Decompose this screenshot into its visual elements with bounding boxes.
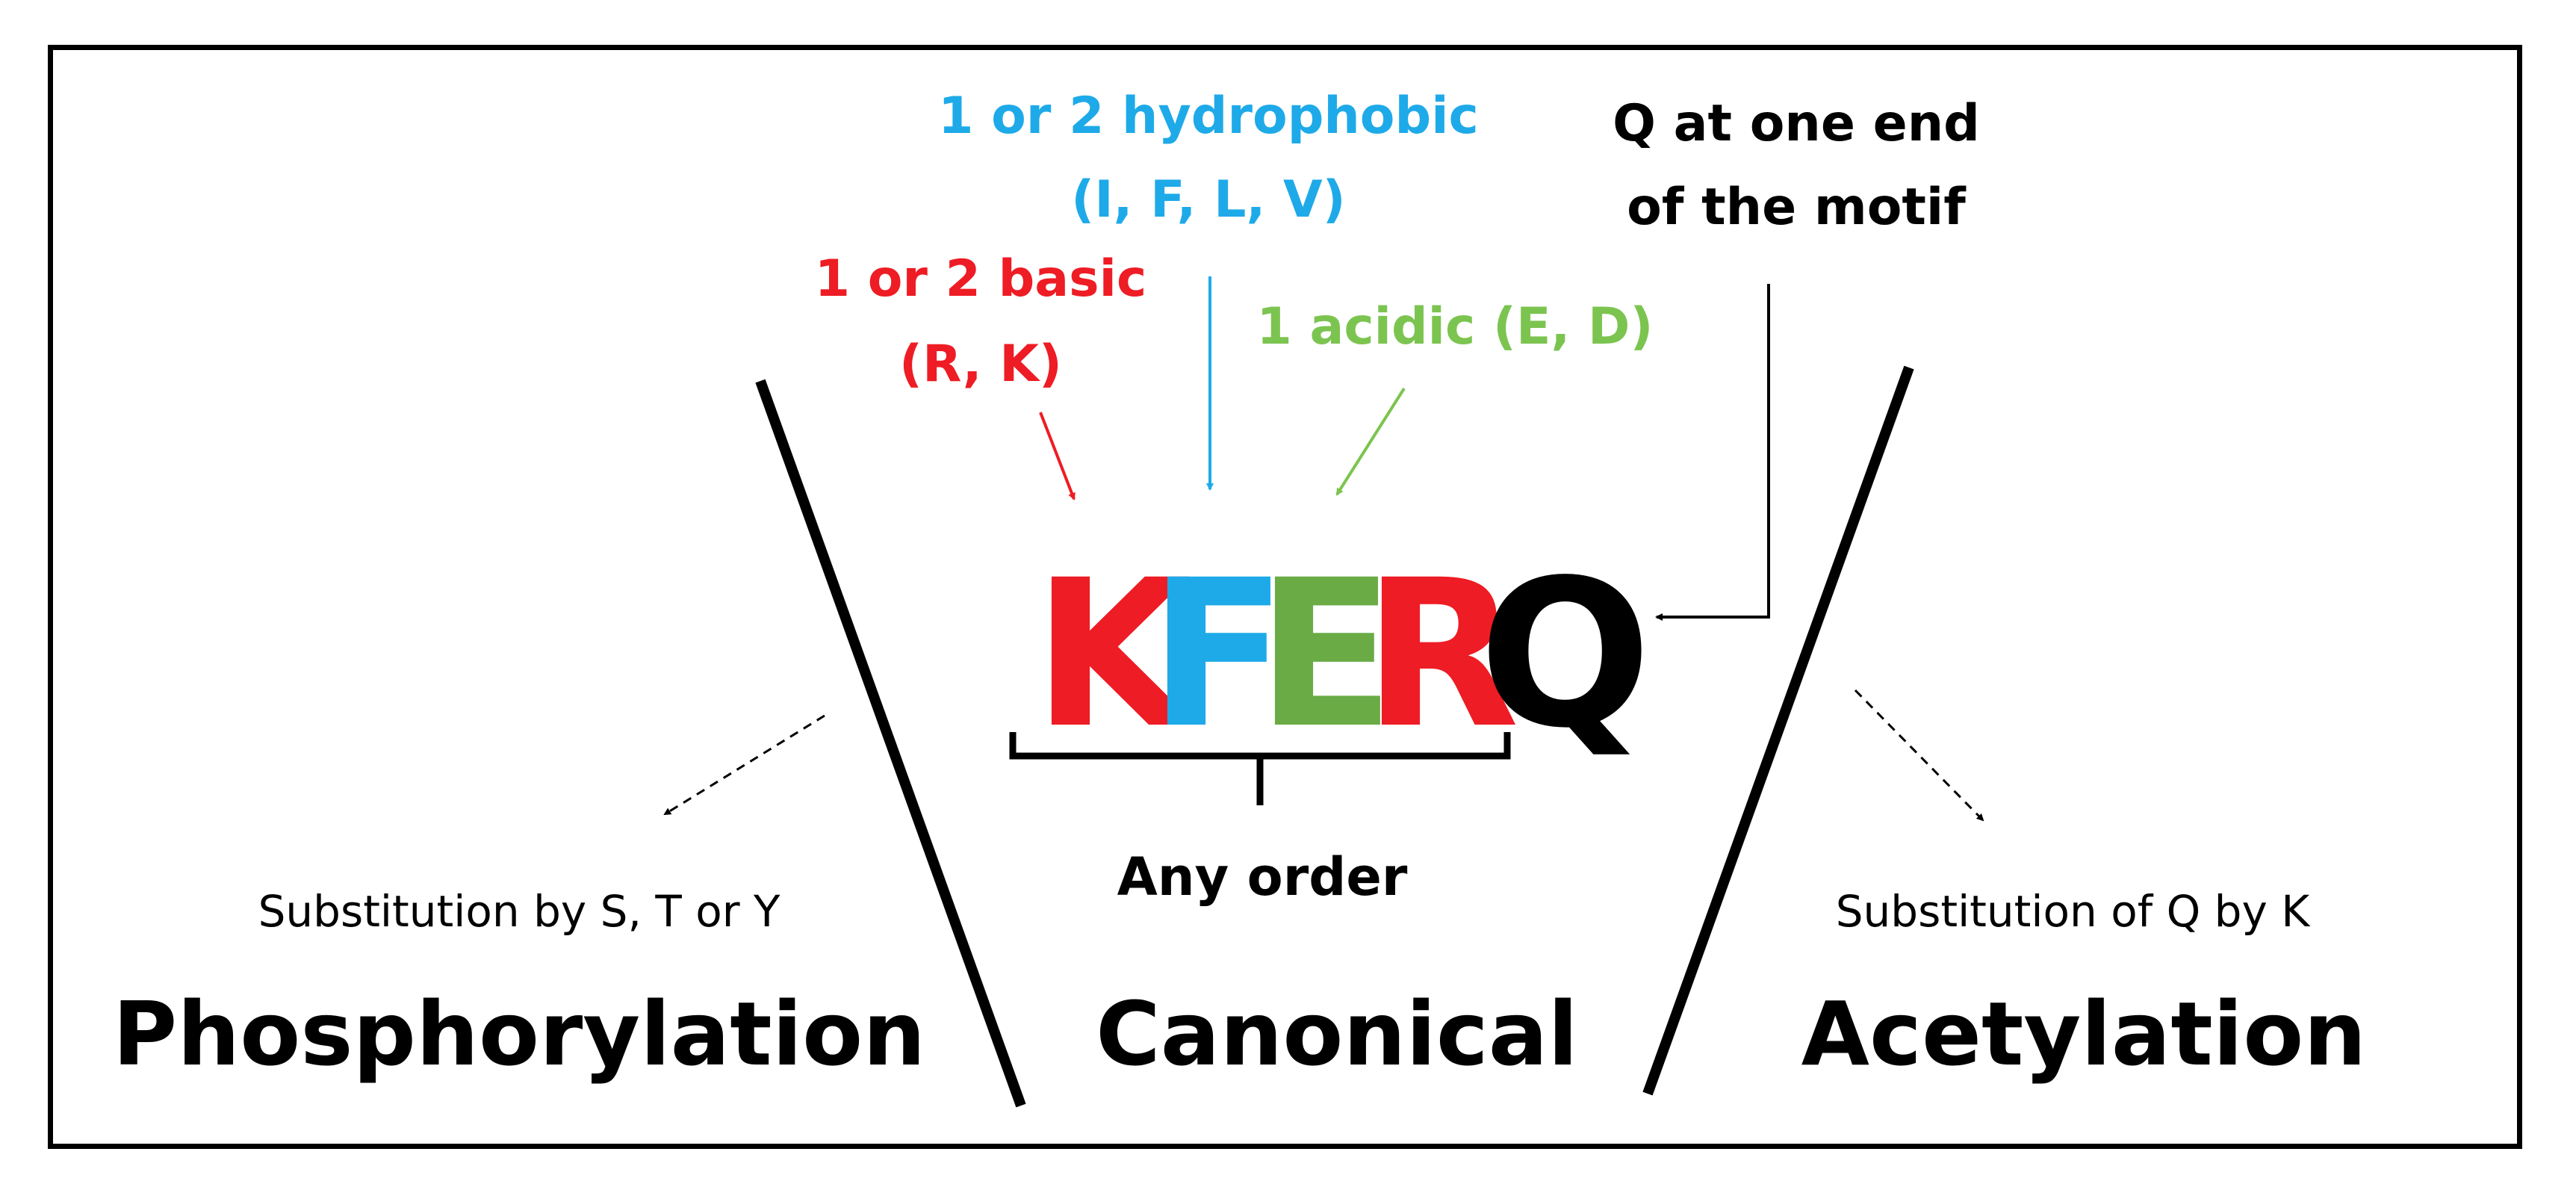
phosphorylation-title: Phosphorylation <box>113 982 925 1085</box>
basic-label-line1: 1 or 2 basic <box>815 250 1147 309</box>
q-end-label-line1: Q at one end <box>1613 94 1980 153</box>
phosphorylation-subtitle: Substitution by S, T or Y <box>258 886 780 937</box>
basic-arrow <box>1039 412 1076 501</box>
acetylation-subtitle: Substitution of Q by K <box>1836 886 2312 937</box>
basic-label-line2: (R, K) <box>899 335 1062 394</box>
right-divider-line <box>1642 365 1914 1096</box>
diagram-frame <box>48 45 2522 1149</box>
left-divider-line <box>755 379 1026 1108</box>
left-dashed-arrow <box>663 714 825 816</box>
hydrophobic-label-line2: (I, F, L, V) <box>1071 170 1345 229</box>
motif-letter-k: K <box>1033 537 1198 773</box>
hydrophobic-label-line1: 1 or 2 hydrophobic <box>938 87 1479 146</box>
acetylation-title: Acetylation <box>1801 982 2367 1085</box>
motif-letter-e: E <box>1256 537 1395 773</box>
motif-letter-f: F <box>1149 537 1288 773</box>
canonical-title: Canonical <box>1096 982 1578 1085</box>
acidic-label: 1 acidic (E, D) <box>1256 297 1653 356</box>
any-order-brace <box>1009 732 1511 805</box>
right-dashed-arrow <box>1854 689 1984 822</box>
motif-letter-r: R <box>1363 537 1519 773</box>
acidic-arrow <box>1335 387 1406 496</box>
q-end-arrow <box>1655 284 1770 621</box>
q-end-label-line2: of the motif <box>1627 178 1967 237</box>
any-order-label: Any order <box>1117 846 1408 908</box>
